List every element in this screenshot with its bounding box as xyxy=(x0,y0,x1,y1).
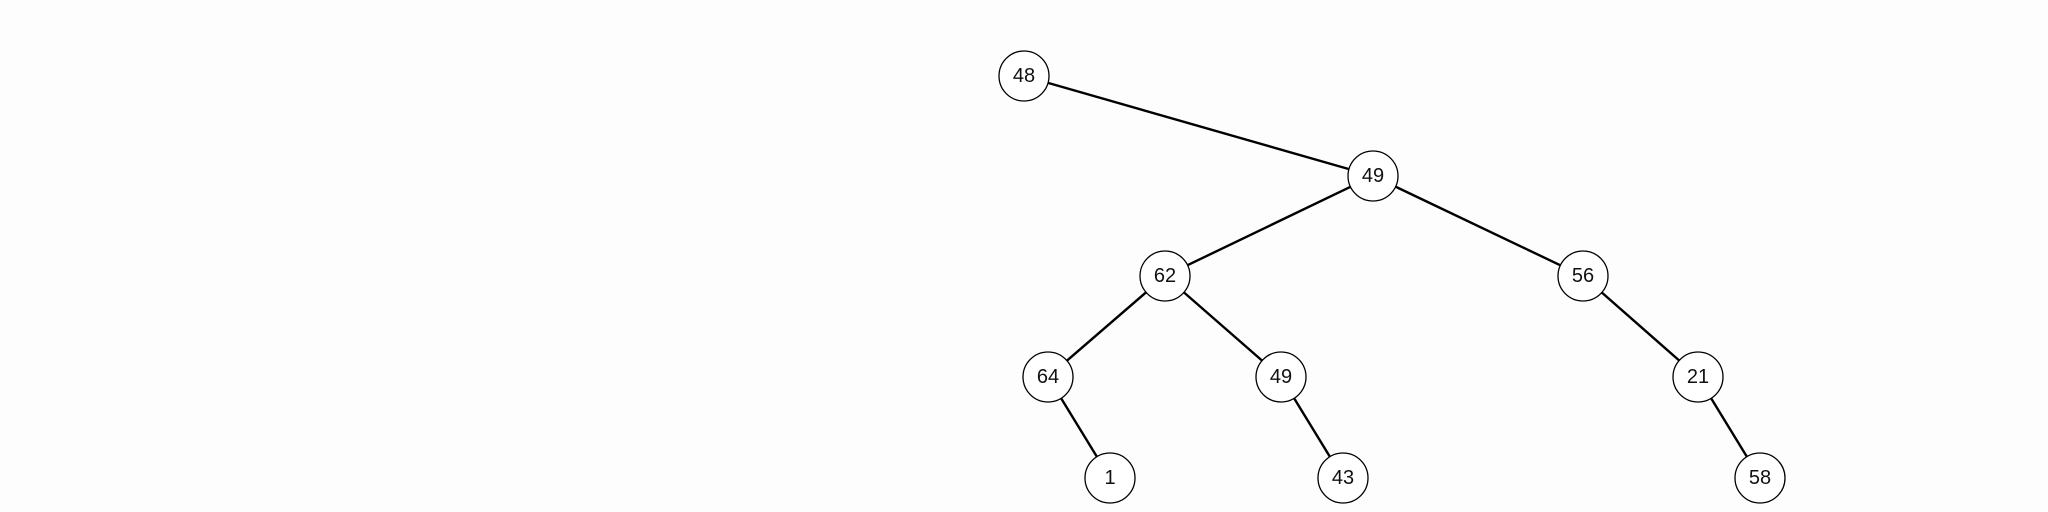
node-label: 21 xyxy=(1687,366,1709,388)
tree-edge xyxy=(1182,291,1264,362)
node-label: 48 xyxy=(1013,65,1035,87)
node-label: 56 xyxy=(1572,265,1594,287)
tree-edge xyxy=(1059,397,1099,458)
tree-node: 64 xyxy=(1022,351,1074,403)
tree-edge xyxy=(1394,185,1562,267)
tree-edge xyxy=(1046,81,1351,171)
tree-edge xyxy=(1709,397,1749,458)
node-label: 1 xyxy=(1104,467,1115,489)
tree-edge xyxy=(1186,185,1352,267)
tree-node: 58 xyxy=(1734,452,1786,504)
node-label: 49 xyxy=(1270,366,1292,388)
node-circle xyxy=(1347,150,1399,202)
nodes-layer: 48 49 62 56 64 49 21 1 43 58 xyxy=(998,50,1786,504)
tree-node: 1 xyxy=(1084,452,1136,504)
node-label: 62 xyxy=(1154,265,1176,287)
node-circle xyxy=(1139,250,1191,302)
tree-node: 56 xyxy=(1557,250,1609,302)
edges-layer xyxy=(1046,81,1749,458)
node-label: 58 xyxy=(1749,467,1771,489)
tree-edge xyxy=(1065,291,1148,362)
node-circle xyxy=(1255,351,1307,403)
tree-node: 49 xyxy=(1255,351,1307,403)
node-circle xyxy=(1557,250,1609,302)
tree-node: 62 xyxy=(1139,250,1191,302)
node-circle xyxy=(998,50,1050,102)
tree-node: 43 xyxy=(1317,452,1369,504)
tree-node: 21 xyxy=(1672,351,1724,403)
node-circle xyxy=(1734,452,1786,504)
tree-edge xyxy=(1600,291,1681,362)
tree-node: 49 xyxy=(1347,150,1399,202)
node-circle xyxy=(1672,351,1724,403)
node-label: 49 xyxy=(1362,165,1384,187)
tree-node: 48 xyxy=(998,50,1050,102)
tree-edge xyxy=(1292,397,1332,458)
node-label: 43 xyxy=(1332,467,1354,489)
node-circle xyxy=(1317,452,1369,504)
node-circle xyxy=(1084,452,1136,504)
node-circle xyxy=(1022,351,1074,403)
node-label: 64 xyxy=(1037,366,1059,388)
